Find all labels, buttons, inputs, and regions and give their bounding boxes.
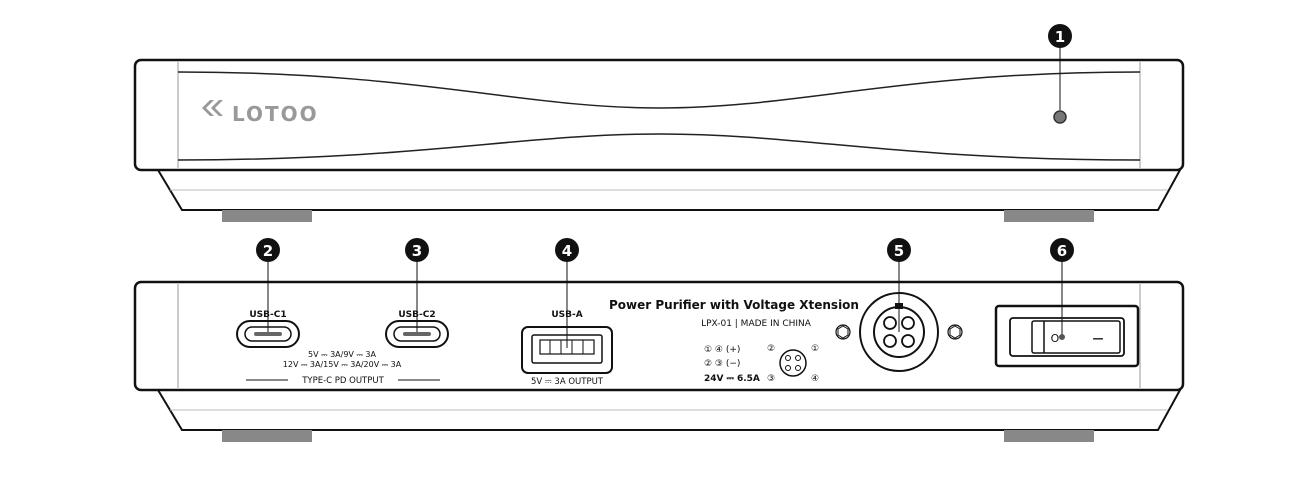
callout-2-badge: [256, 238, 280, 262]
pinout-connector-icon: [779, 349, 807, 377]
switch-off-mark: O: [1051, 332, 1060, 345]
usb-a-port: USB-A 5V ⎓ 3A OUTPUT: [521, 310, 613, 387]
front-foot-left: [222, 210, 312, 222]
pinout-line1: ① ④ (+): [704, 345, 740, 355]
usb-c1-tongue: [254, 332, 282, 336]
callout-3-number: 3: [412, 242, 422, 260]
usb-c2-tongue: [403, 332, 431, 336]
rear-view: USB-C1 2 USB-C2 3 5V ⎓ 3A/9V ⎓ 3A 12V ⎓ …: [133, 238, 1185, 442]
model-line: LPX-01 | MADE IN CHINA: [701, 319, 812, 329]
front-wave-top: [177, 71, 1141, 109]
front-view: LOTOO 1: [133, 24, 1185, 222]
callout-5-badge: [887, 238, 911, 262]
callout-6-dot: [1059, 334, 1065, 340]
front-body: [133, 58, 1185, 172]
callout-2-number: 2: [263, 242, 273, 260]
callout-6-badge: [1050, 238, 1074, 262]
callout-4-badge: [555, 238, 579, 262]
front-foot-right: [1004, 210, 1094, 222]
pinout-rating: 24V ⎓ 6.5A: [704, 374, 760, 384]
switch-rocker: [1031, 320, 1121, 354]
usbc-group-label: TYPE-C PD OUTPUT: [301, 376, 384, 386]
callout-6-number: 6: [1057, 242, 1067, 260]
usbc-spec-line2: 12V ⎓ 3A/15V ⎓ 3A/20V ⎓ 3A: [283, 360, 402, 369]
product-title: Power Purifier with Voltage Xtension: [609, 298, 859, 312]
logo-chevron-icon: [202, 100, 223, 116]
front-wave-bottom: [177, 133, 1141, 161]
lotoo-logo: LOTOO: [202, 100, 319, 126]
pin-label-4: ④: [811, 374, 819, 384]
callout-1-badge: [1048, 24, 1072, 48]
callout-5-number: 5: [894, 242, 904, 260]
pinout-line2: ② ③ (−): [704, 359, 740, 369]
callout-3-badge: [405, 238, 429, 262]
callout-1-number: 1: [1055, 28, 1065, 46]
logo-text: LOTOO: [232, 102, 319, 126]
pin-label-1: ①: [811, 344, 819, 354]
power-led-icon: [1053, 110, 1067, 124]
callout-4-number: 4: [562, 242, 572, 260]
rear-foot-left: [222, 430, 312, 442]
power-switch: O —: [994, 304, 1140, 368]
pin-label-2: ②: [767, 344, 775, 354]
rear-foot-right: [1004, 430, 1094, 442]
switch-on-mark: —: [1093, 332, 1104, 345]
pin-label-3: ③: [767, 374, 775, 384]
usbc-spec-line1: 5V ⎓ 3A/9V ⎓ 3A: [308, 350, 376, 359]
usb-a-spec: 5V ⎓ 3A OUTPUT: [531, 377, 604, 387]
pinout-diagram: ② ① ③ ④: [767, 344, 819, 384]
